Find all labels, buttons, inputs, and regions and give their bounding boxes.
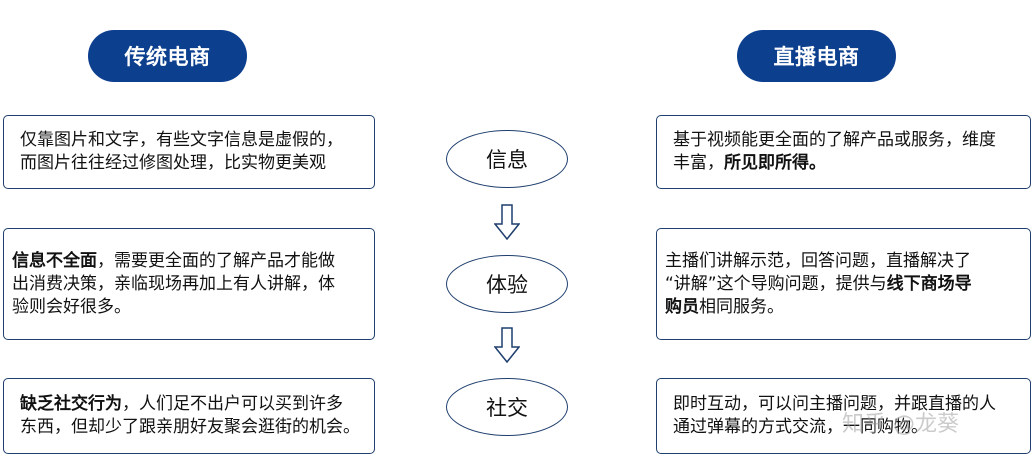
right-box-experience-plain3: 相同服务。 xyxy=(699,296,784,317)
left-box-social-bold: 缺乏社交行为 xyxy=(20,394,122,414)
right-box-info-plain2: 丰富， xyxy=(673,153,724,173)
center-oval-experience: 体验 xyxy=(446,255,568,313)
center-oval-info: 信息 xyxy=(446,130,568,188)
left-box-social-rest1: ，人们足不出户可以买到许多 xyxy=(122,394,343,414)
live-ecommerce-header: 直播电商 xyxy=(737,30,896,82)
left-box-info-line1: 仅靠图片和文字，有些文字信息是虚假的， xyxy=(20,130,343,150)
watermark: 知乎 @龙葵 xyxy=(842,412,959,437)
traditional-ecommerce-header: 传统电商 xyxy=(88,30,247,82)
right-box-experience-line2: “讲解”这个导购问题，提供与线下商场导 xyxy=(665,273,1022,296)
left-box-social-line2: 东西，但却少了跟亲朋好友聚会逛街的机会。 xyxy=(20,417,360,437)
left-box-social: 缺乏社交行为，人们足不出户可以买到许多 东西，但却少了跟亲朋好友聚会逛街的机会。 xyxy=(3,378,375,454)
right-box-experience-plain2: “讲解”这个导购问题，提供与 xyxy=(665,273,887,294)
left-box-experience-line1: 信息不全面，需要更全面的了解产品才能做 xyxy=(12,250,366,273)
left-box-experience-rest1: ，需要更全面的了解产品才能做 xyxy=(97,250,335,271)
center-oval-social: 社交 xyxy=(446,378,568,436)
left-box-info-line2: 而图片往往经过修图处理，比实物更美观 xyxy=(20,153,326,173)
right-box-experience-bold3: 购员 xyxy=(665,296,699,317)
down-arrow-icon xyxy=(494,327,520,363)
right-box-social-line1: 即时互动，可以问主播问题，并跟直播的人 xyxy=(673,394,996,414)
left-box-social-line1: 缺乏社交行为，人们足不出户可以买到许多 xyxy=(20,393,366,416)
left-box-experience: 信息不全面，需要更全面的了解产品才能做 出消费决策，亲临现场再加上有人讲解，体 … xyxy=(3,228,375,340)
right-box-experience: 主播们讲解示范，回答问题，直播解决了 “讲解”这个导购问题，提供与线下商场导 购… xyxy=(656,228,1031,340)
left-box-experience-line2: 出消费决策，亲临现场再加上有人讲解，体 xyxy=(12,273,335,294)
left-box-experience-bold: 信息不全面 xyxy=(12,250,97,271)
right-box-info-line1: 基于视频能更全面的了解产品或服务，维度 xyxy=(673,130,996,150)
left-box-experience-line3: 验则会好很多。 xyxy=(12,296,131,317)
right-box-social: 即时互动，可以问主播问题，并跟直播的人 通过弹幕的方式交流，一同购物。 xyxy=(656,378,1031,454)
right-box-info: 基于视频能更全面的了解产品或服务，维度 丰富，所见即所得。 xyxy=(656,115,1031,189)
right-box-experience-line3: 购员相同服务。 xyxy=(665,296,1022,319)
right-box-info-bold2: 所见即所得。 xyxy=(724,153,826,173)
right-box-experience-line1: 主播们讲解示范，回答问题，直播解决了 xyxy=(665,250,971,271)
right-box-info-line2: 丰富，所见即所得。 xyxy=(673,152,1022,175)
down-arrow-icon xyxy=(494,204,520,240)
left-box-info: 仅靠图片和文字，有些文字信息是虚假的， 而图片往往经过修图处理，比实物更美观 xyxy=(3,115,375,189)
right-box-social-line2: 通过弹幕的方式交流，一同购物。 xyxy=(673,417,928,437)
right-box-experience-bold2: 线下商场导 xyxy=(886,273,972,294)
